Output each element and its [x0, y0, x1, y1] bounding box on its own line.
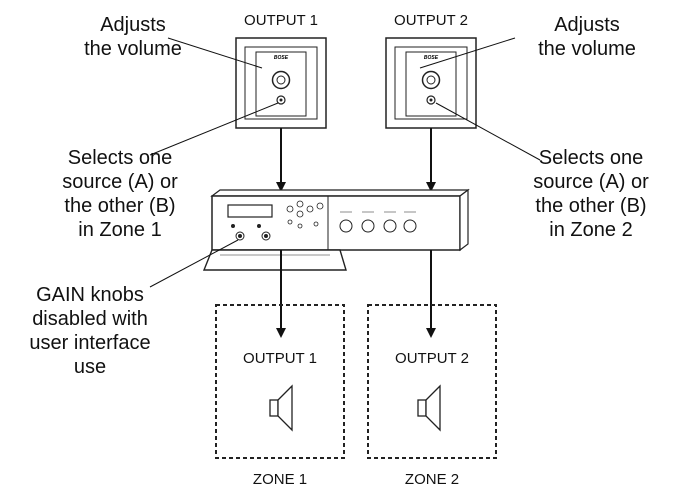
selects-left-line4: in Zone 1 — [78, 219, 162, 241]
zone1-box — [215, 304, 345, 459]
wall-control-2: BOSE — [385, 37, 477, 129]
selects-left-line2: source (A) or — [62, 171, 178, 193]
adjusts-left-line1: Adjusts — [100, 14, 166, 36]
adjusts-volume-right: Adjusts the volume — [492, 13, 679, 61]
brand-logo: BOSE — [424, 55, 439, 61]
selects-right-line3: the other (B) — [535, 195, 647, 217]
adjusts-right-line1: Adjusts — [554, 14, 620, 36]
lcd-display — [227, 204, 273, 218]
volume-knob-icon — [271, 70, 291, 90]
gain-knobs-note: GAIN knobs disabled with user interface … — [0, 283, 180, 379]
gain-line3: user interface — [29, 332, 151, 354]
channel-knobs — [339, 219, 417, 233]
adjusts-right-line2: the volume — [538, 38, 636, 60]
callout-line-selects-left — [149, 102, 279, 156]
zone1-output-label: OUTPUT 1 — [243, 350, 317, 367]
adjusts-volume-left: Adjusts the volume — [38, 13, 228, 61]
selects-left-line1: Selects one — [67, 147, 173, 169]
speaker-icon — [417, 384, 441, 432]
zone2-output-label: OUTPUT 2 — [395, 350, 469, 367]
zone2-label: ZONE 2 — [404, 471, 460, 488]
selects-right-line1: Selects one — [538, 147, 644, 169]
wall-control-1: BOSE — [235, 37, 327, 129]
callout-line-adjusts-right — [419, 37, 516, 69]
selects-source-right: Selects one source (A) or the other (B) … — [503, 146, 679, 242]
gain-line4: use — [73, 356, 107, 378]
front-cover — [202, 249, 347, 271]
output1-top-label: OUTPUT 1 — [244, 12, 318, 29]
output2-top-label: OUTPUT 2 — [394, 12, 468, 29]
selects-source-left: Selects one source (A) or the other (B) … — [30, 146, 210, 242]
zone2-box — [367, 304, 497, 459]
selects-right-line2: source (A) or — [533, 171, 649, 193]
adjusts-left-line2: the volume — [84, 38, 182, 60]
brand-logo: BOSE — [274, 55, 289, 61]
keypad-buttons — [286, 200, 324, 229]
selects-left-line3: the other (B) — [64, 195, 176, 217]
amplifier-unit — [202, 188, 470, 271]
speaker-icon — [269, 384, 293, 432]
volume-knob-icon — [421, 70, 441, 90]
gain-knobs — [231, 224, 271, 241]
callout-line-gain — [149, 239, 239, 288]
selects-right-line4: in Zone 2 — [549, 219, 633, 241]
gain-line2: disabled with — [32, 308, 148, 330]
callout-line-adjusts-left — [167, 37, 263, 69]
zone1-label: ZONE 1 — [252, 471, 308, 488]
gain-line1: GAIN knobs — [36, 284, 144, 306]
callout-line-selects-right — [435, 102, 541, 161]
